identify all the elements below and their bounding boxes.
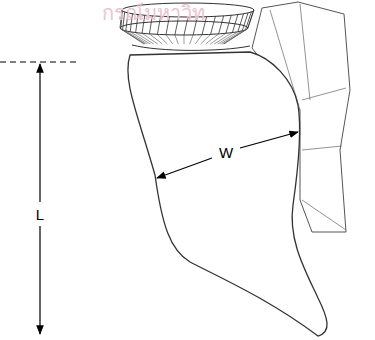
- dimension-label: W: [217, 144, 235, 161]
- dimension-arrow: [39, 226, 40, 334]
- neck-line: [132, 45, 250, 50]
- reference-line: [0, 62, 78, 63]
- watermark: กรณ์มหาวิท: [100, 2, 207, 24]
- dimension-arrow: [240, 132, 298, 148]
- body-outline: [128, 52, 327, 336]
- dimension-arrow: [157, 158, 212, 178]
- dimension-label: L: [34, 206, 46, 223]
- dimension-arrow: [39, 64, 40, 202]
